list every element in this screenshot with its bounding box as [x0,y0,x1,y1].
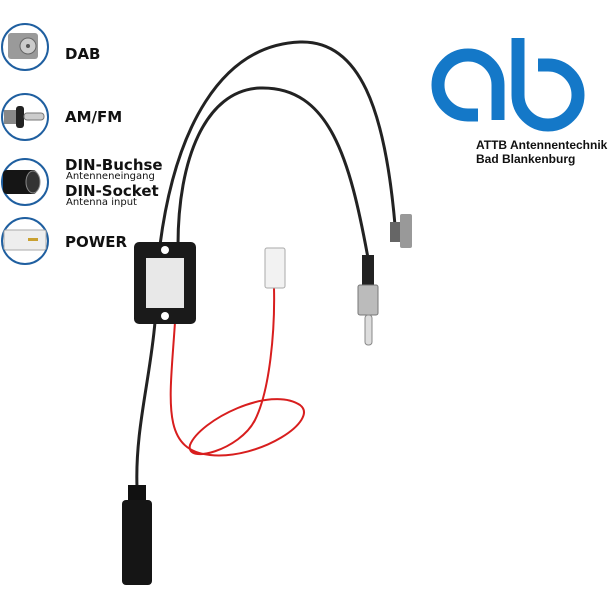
label-power: POWER [65,233,128,251]
label-din-en: DIN-Socket [65,182,159,200]
attb-logo [431,38,585,132]
dab-connector [390,214,412,248]
splitter-box [134,242,196,324]
label-din-de: DIN-Buchse [65,156,163,174]
power-wire [169,287,305,457]
brand-line2: Bad Blankenburg [476,152,576,166]
amfm-cable [176,86,370,260]
dab-cable [158,40,397,247]
amfm-plug-icon [1,93,49,141]
label-din-en-sub: Antenna input [66,197,137,208]
power-connector [264,247,286,289]
label-din-de-sub: Antenneneingang [66,171,155,182]
din-socket [122,485,152,585]
din-cable [135,320,157,489]
power-connector-icon [1,217,49,265]
dab-connector-icon [1,23,49,71]
amfm-plug [357,255,379,346]
brand-line1: ATTB Antennentechnik [476,138,608,152]
label-amfm: AM/FM [65,108,123,126]
label-dab: DAB [65,45,101,63]
din-socket-icon [1,158,49,206]
